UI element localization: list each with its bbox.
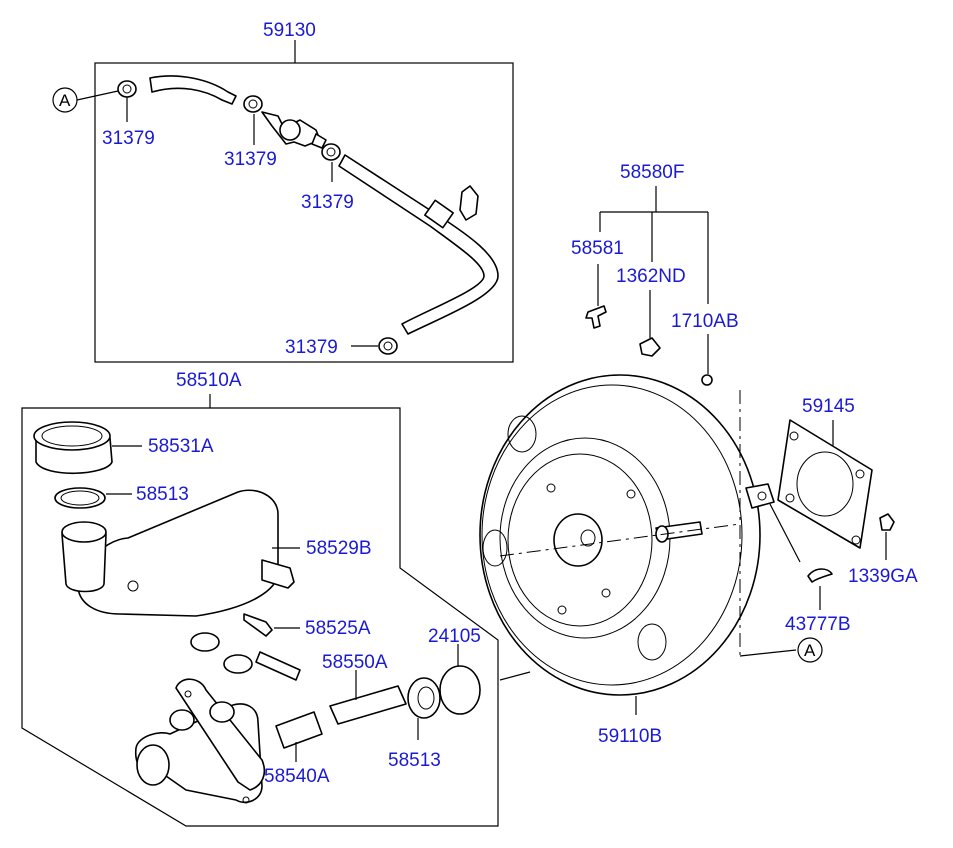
master-cylinder-kit-frame	[21, 407, 499, 827]
reference-circle-a-right	[797, 637, 823, 663]
label-43777B: 43777B	[785, 614, 851, 635]
clevis-clip	[807, 568, 833, 583]
reservoir-bolt	[243, 613, 273, 637]
reservoir-cap	[33, 421, 113, 475]
label-58513-a: 58513	[136, 484, 189, 505]
label-59145: 59145	[802, 396, 855, 417]
hex-nut	[879, 513, 895, 531]
master-cylinder-body	[135, 678, 266, 804]
ref-a-right-text: A	[804, 641, 816, 660]
master-cylinder-assembly: 58510A 58531A 58513 58529B 58525A	[21, 370, 499, 827]
o-ring	[701, 374, 713, 386]
check-valve	[261, 111, 327, 149]
label-58550A: 58550A	[322, 652, 388, 673]
label-58580F: 58580F	[620, 162, 684, 183]
sensor-connector	[255, 651, 301, 681]
label-58510A: 58510A	[176, 370, 242, 391]
booster-center-boss	[553, 513, 603, 567]
clevis-pin	[585, 305, 607, 329]
grommet-1	[190, 632, 220, 652]
label-1710AB: 1710AB	[671, 311, 739, 332]
booster-gasket: 59145 1339GA 43777B	[769, 396, 918, 635]
booster-fastener-kit: 58580F 58581 1362ND 1710AB	[571, 162, 739, 386]
label-31379-b: 31379	[224, 149, 277, 170]
master-cylinder-o-ring	[439, 665, 481, 715]
label-59130: 59130	[263, 20, 316, 41]
label-58540A: 58540A	[264, 766, 330, 787]
label-58581: 58581	[571, 238, 624, 259]
hose-kit-frame	[94, 62, 514, 363]
secondary-piston	[329, 685, 407, 725]
booster-shell	[479, 374, 761, 696]
hose-segment-1	[149, 75, 237, 105]
fluid-reservoir	[77, 489, 279, 617]
level-sensor	[261, 559, 295, 589]
label-1339GA: 1339GA	[848, 566, 918, 587]
label-58525A: 58525A	[305, 618, 371, 639]
label-24105: 24105	[428, 626, 481, 647]
vacuum-hose-assembly: 59130 A 31379 31379 31379	[52, 20, 514, 363]
gasket-plate	[777, 419, 873, 549]
snap-pin-clip	[639, 337, 661, 357]
label-1362ND: 1362ND	[616, 266, 686, 287]
label-58531A: 58531A	[148, 436, 214, 457]
label-58513-b: 58513	[388, 750, 441, 771]
label-31379-d: 31379	[285, 337, 338, 358]
label-31379-a: 31379	[102, 128, 155, 149]
label-59110B: 59110B	[598, 726, 662, 747]
hose-segment-2	[338, 154, 499, 335]
hose-bracket-clip	[459, 185, 479, 221]
hose-clamp-2	[243, 95, 263, 113]
grommet-2	[223, 654, 253, 674]
hose-clamp-1	[117, 80, 137, 98]
label-31379-c: 31379	[301, 192, 354, 213]
booster-mount-stud	[745, 483, 775, 509]
piston-seal	[407, 677, 441, 719]
label-58529B: 58529B	[306, 538, 372, 559]
brake-booster: 59110B	[479, 374, 797, 747]
hose-clamp-4	[378, 337, 398, 355]
primary-piston	[275, 711, 323, 749]
ref-a-left-text: A	[59, 91, 71, 110]
hose-clamp-3	[321, 143, 341, 161]
